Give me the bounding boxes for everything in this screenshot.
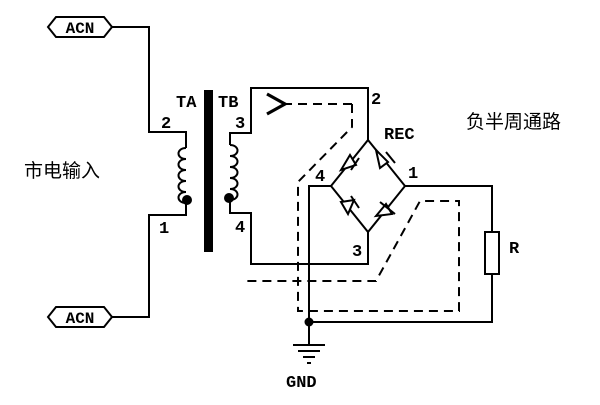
rec-pin-4: 4	[315, 168, 325, 187]
negative-half-cycle-path	[244, 92, 460, 312]
ground-symbol	[293, 344, 325, 364]
resistor-label: R	[509, 240, 520, 259]
label-ta: TA	[176, 94, 197, 113]
gnd-label: GND	[286, 374, 317, 393]
pin-tb-4: 4	[235, 219, 245, 238]
pin-ta-2: 2	[161, 115, 171, 134]
bridge-rectifier	[329, 138, 407, 234]
rec-label: REC	[384, 126, 415, 145]
polarity-dot-ta	[182, 195, 192, 205]
ground-junction-dot	[304, 317, 314, 327]
resistor-r	[484, 231, 500, 275]
rec-pin-3: 3	[352, 243, 362, 262]
primary-wiring	[112, 26, 187, 318]
output-wiring	[304, 185, 500, 345]
pin-ta-1: 1	[159, 220, 169, 239]
path-title: 负半周通路	[466, 111, 561, 133]
label-tb: TB	[218, 94, 238, 113]
acn-top-connector: ACN	[46, 16, 114, 38]
diode-top-left	[338, 153, 360, 172]
acn-top-label: ACN	[66, 20, 95, 38]
secondary-coil-tb	[224, 87, 369, 265]
acn-bottom-label: ACN	[66, 310, 95, 328]
primary-coil-ta	[177, 147, 192, 205]
mains-input-label: 市电输入	[24, 160, 100, 182]
transformer-core	[204, 90, 213, 252]
diode-bottom-right	[373, 201, 396, 218]
rec-pin-1: 1	[408, 165, 418, 184]
acn-bottom-connector: ACN	[46, 306, 114, 328]
polarity-dot-tb	[224, 193, 234, 203]
rec-pin-2: 2	[371, 91, 381, 110]
diode-bottom-left	[339, 195, 360, 217]
diode-top-right	[374, 146, 396, 170]
pin-tb-3: 3	[235, 115, 245, 134]
